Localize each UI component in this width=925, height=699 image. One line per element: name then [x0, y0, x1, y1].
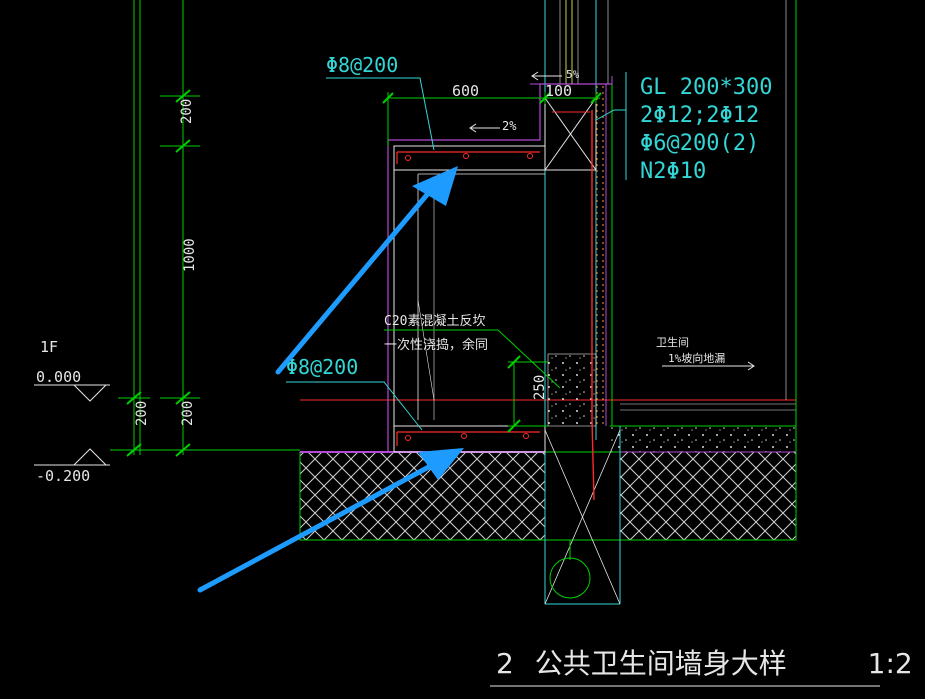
dim-200-top: 200	[179, 99, 195, 124]
lower-arrow	[197, 459, 441, 593]
bottom-rebar-label: Φ8@200	[286, 355, 358, 379]
left-dimension-group: 200 1000 200 200	[118, 0, 200, 457]
bottom-rebar-callout: Φ8@200	[286, 355, 423, 431]
top-ledge	[387, 83, 612, 452]
slope-5-percent: 5%	[566, 68, 580, 81]
dim-250: 250	[532, 375, 548, 400]
slope-2-percent: 2%	[502, 119, 517, 133]
dim-600: 600	[452, 82, 479, 100]
beam-line-4: N2Φ10	[640, 159, 706, 184]
bottom-curb	[393, 425, 546, 453]
ground-soil-right	[620, 452, 796, 540]
concrete-note-line2: 一次性浇捣，余同	[384, 337, 488, 353]
beam-callout: GL 200*300 2Φ12;2Φ12 Φ6@200(2) N2Φ10	[595, 72, 772, 184]
title-scale: 1:2	[867, 647, 913, 680]
top-rebar-label: Φ8@200	[326, 53, 398, 77]
room-name: 卫生间	[656, 335, 689, 349]
dim-100: 100	[545, 82, 572, 100]
elevation-minus200-label: -0.200	[36, 467, 90, 485]
dim-1000: 1000	[182, 238, 198, 272]
room-note: 卫生间 1%坡向地漏	[656, 335, 755, 371]
beam-line-3: Φ6@200(2)	[640, 131, 759, 156]
elevation-0-label: 0.000	[36, 368, 81, 386]
top-dimensions: 600 100 2% 5%	[382, 68, 612, 146]
room-slope: 1%坡向地漏	[668, 351, 725, 365]
top-slab	[393, 145, 546, 171]
insulation-layer	[596, 84, 606, 424]
annotation-arrows	[197, 166, 464, 593]
title-number: 2	[496, 647, 514, 680]
upper-arrow	[275, 181, 439, 375]
beam-line-2: 2Φ12;2Φ12	[640, 103, 759, 128]
upper-arrowhead	[412, 166, 458, 206]
lower-arrowhead	[418, 448, 464, 480]
ground-soil	[300, 452, 545, 540]
concrete-note: C20素混凝土反坎 一次性浇捣，余同 250	[384, 313, 561, 433]
dim-200-left: 200	[134, 401, 150, 426]
drawing-title: 2 公共卫生间墙身大样 1:2	[496, 642, 925, 682]
wall-detail-drawing: 200 1000 200 200 1F 0.000 -0.200	[34, 0, 880, 687]
wall-column	[544, 0, 621, 605]
dim-200-right: 200	[180, 401, 196, 426]
beam-line-1: GL 200*300	[640, 75, 772, 100]
title-text: 公共卫生间墙身大样	[534, 647, 787, 680]
concrete-note-line1: C20素混凝土反坎	[384, 313, 485, 329]
floor-label: 1F	[40, 338, 58, 356]
top-rebar-callout: Φ8@200	[326, 53, 435, 151]
floor-slab	[610, 426, 796, 452]
concrete-curb	[547, 353, 597, 427]
elevation-markers: 1F 0.000 -0.200	[34, 338, 300, 485]
